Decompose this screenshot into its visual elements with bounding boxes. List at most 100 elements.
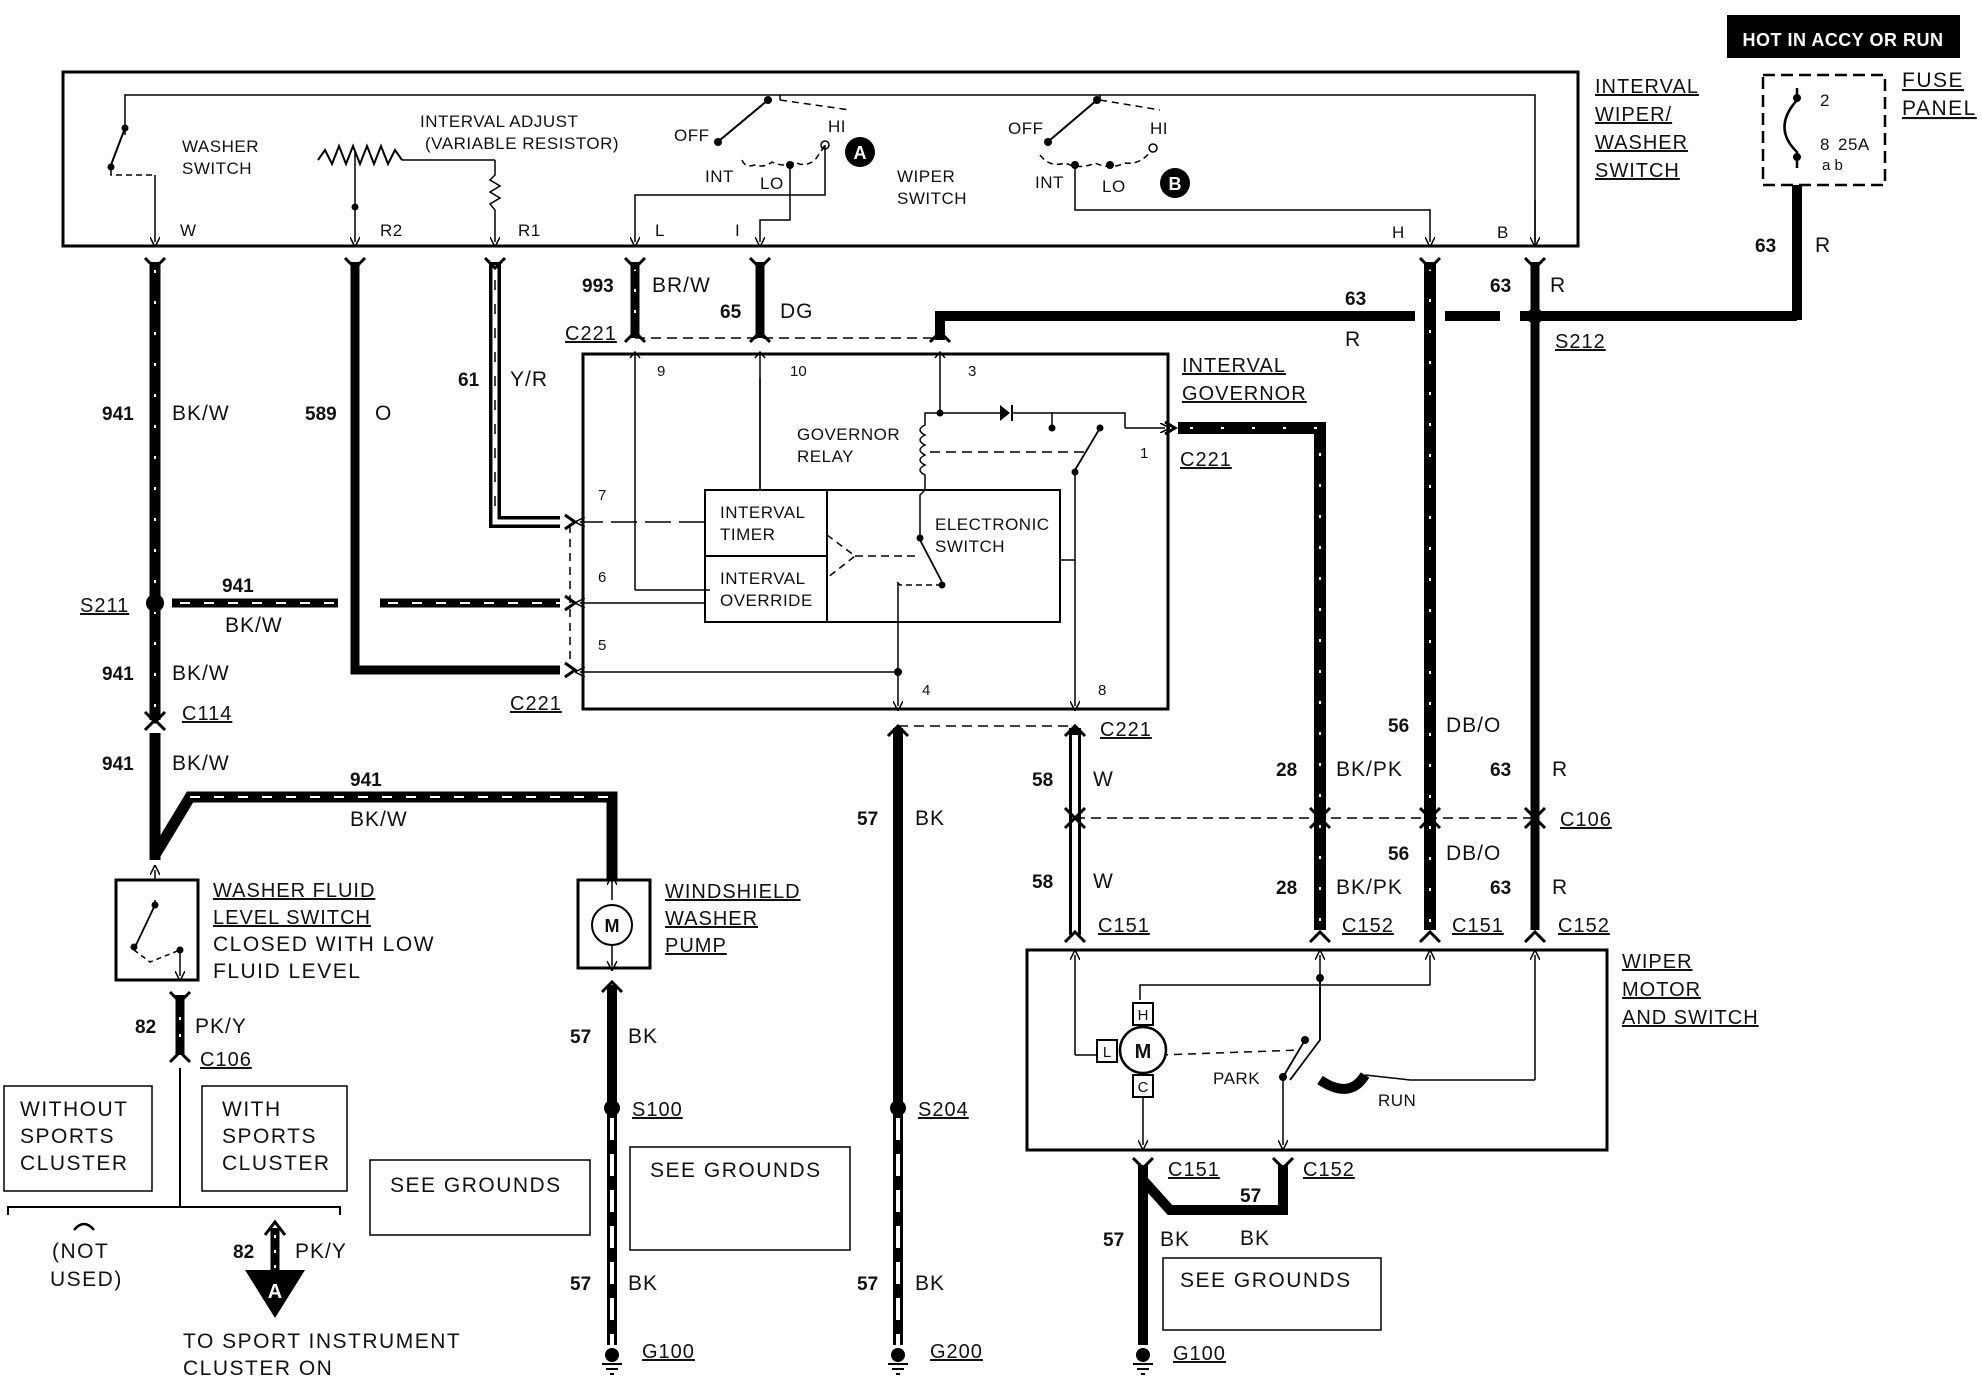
- wiper-motor-title-1: WIPER: [1622, 951, 1693, 973]
- governor-title-1: INTERVAL: [1182, 355, 1286, 377]
- switch-outline: [61, 70, 1580, 248]
- wiper-motor-title-3: AND SWITCH: [1622, 1007, 1759, 1029]
- wire-941-d-color: BK/W: [172, 752, 230, 775]
- top-wires: 941 BK/W 589 O 61 Y/R 993 BR/W 65 DG C22…: [102, 256, 1797, 930]
- without-1: WITHOUT: [20, 1098, 128, 1121]
- without-2: SPORTS: [20, 1125, 115, 1148]
- fuse-panel: HOT IN ACCY OR RUN 2 8 25A a b FUSE PANE…: [1727, 15, 1975, 320]
- wire-589-color: O: [375, 402, 392, 425]
- connector-c106-b: C106: [200, 1049, 252, 1071]
- wire-63-a-num: 63: [1490, 760, 1511, 781]
- washer-fluid-level-switch: WASHER FLUID LEVEL SWITCH CLOSED WITH LO…: [114, 870, 434, 1071]
- wiper-motor-c: C: [1138, 1079, 1149, 1096]
- wire-28-a-num: 28: [1276, 760, 1297, 781]
- hot-label-box: [1727, 15, 1960, 58]
- connector-c152-b: C152: [1558, 915, 1610, 937]
- sport-cluster-note-1: TO SPORT INSTRUMENT: [183, 1330, 461, 1353]
- connector-c152-a: C152: [1342, 915, 1394, 937]
- wire-941-b-color: BK/W: [225, 614, 283, 637]
- wire-57-f-num: 57: [1103, 1230, 1124, 1251]
- wire-65-color: DG: [780, 300, 814, 323]
- wiper-switch-label-2: SWITCH: [897, 189, 967, 208]
- switch-title-1: INTERVAL: [1595, 76, 1699, 98]
- wire-57-e-color: BK: [1240, 1227, 1270, 1250]
- see-grounds-box-2[interactable]: [629, 1146, 851, 1251]
- wiper-switch-label-1: WIPER: [897, 167, 955, 186]
- switch-title-4: SWITCH: [1595, 160, 1680, 182]
- washer-switch: WASHER SWITCH W: [107, 124, 259, 243]
- wire-941-a-num: 941: [102, 404, 134, 425]
- wire-57-b-num: 57: [570, 1027, 591, 1048]
- wire-58-b-color: W: [1093, 870, 1114, 893]
- marker-a: [845, 137, 875, 167]
- wire-63-top-num: 63: [1755, 236, 1776, 257]
- sport-cluster-note-2: CLUSTER ON: [183, 1357, 333, 1376]
- connector-c221-b: C221: [510, 693, 562, 715]
- not-used-1: (NOT: [52, 1240, 109, 1263]
- with-3: CLUSTER: [222, 1152, 331, 1175]
- connector-c114: C114: [182, 703, 232, 725]
- wire-57-c-color: BK: [628, 1272, 658, 1295]
- cluster-options: WITHOUT SPORTS CLUSTER WITH SPORTS CLUST…: [3, 1068, 461, 1376]
- pin-i: I: [735, 221, 740, 240]
- connector-c221-d: C221: [1100, 719, 1152, 741]
- governor-relay-label-1: GOVERNOR: [797, 425, 900, 444]
- washer-level-note-2: FLUID LEVEL: [213, 960, 361, 983]
- fuse-title-1: FUSE: [1902, 69, 1964, 92]
- wire-941-c-color: BK/W: [172, 662, 230, 685]
- pin-r2: R2: [380, 221, 403, 240]
- not-used-2: USED): [50, 1268, 123, 1291]
- connector-c151-c: C151: [1168, 1159, 1220, 1181]
- pin-l: L: [655, 221, 665, 240]
- marker-a-label: A: [854, 143, 867, 163]
- wire-57-c-num: 57: [570, 1274, 591, 1295]
- without-sports-box: [3, 1085, 153, 1192]
- wire-941-b-num: 941: [222, 576, 254, 597]
- arrow-a-label: A: [268, 1281, 282, 1303]
- washer-level-title-1: WASHER FLUID: [213, 880, 375, 902]
- see-grounds-box-3[interactable]: [1162, 1257, 1382, 1331]
- wire-63-s-color: R: [1550, 274, 1566, 297]
- wire-57-b-color: BK: [628, 1025, 658, 1048]
- fuse-num-2: 2: [1820, 91, 1830, 110]
- pump-title-2: WASHER: [665, 908, 758, 930]
- wire-63-top-color: R: [1815, 234, 1831, 257]
- fuse-rating: 25A: [1838, 135, 1870, 154]
- washer-switch-label-2: SWITCH: [182, 159, 252, 178]
- pin-w: W: [180, 221, 197, 240]
- interval-override-box: [704, 555, 828, 623]
- wire-28-b-color: BK/PK: [1336, 876, 1403, 899]
- wiper-motor-title-2: MOTOR: [1622, 979, 1701, 1001]
- splice-s211-label: S211: [80, 595, 129, 617]
- wire-58-b-num: 58: [1032, 872, 1053, 893]
- wiper-motor-h: H: [1138, 1007, 1149, 1024]
- wire-82-a-num: 82: [135, 1017, 156, 1038]
- pump-title-3: PUMP: [665, 935, 727, 957]
- fuse-box: [1761, 73, 1887, 187]
- wire-941-pump: 941 BK/W 941 BK/W: [102, 733, 618, 880]
- ground-g200: [888, 1348, 908, 1375]
- wire-941-d-num: 941: [102, 754, 134, 775]
- switch-title-2: WIPER/: [1595, 104, 1672, 126]
- interval-adjust-label-2: (VARIABLE RESISTOR): [425, 134, 619, 153]
- see-grounds-box-1[interactable]: [369, 1159, 591, 1236]
- pin-r1: R1: [518, 221, 541, 240]
- wire-82-a-color: PK/Y: [195, 1015, 247, 1038]
- wire-28-a-color: BK/PK: [1336, 758, 1403, 781]
- wiper-a-int: INT: [705, 167, 734, 186]
- with-1: WITH: [222, 1098, 282, 1121]
- wire-56-a-color: DB/O: [1446, 714, 1501, 737]
- electronic-switch-label-1: ELECTRONIC: [935, 515, 1050, 534]
- wire-57-a-color: BK: [915, 807, 945, 830]
- wire-28-b-num: 28: [1276, 878, 1297, 899]
- wire-57-d-color: BK: [915, 1272, 945, 1295]
- gov-pin-6: 6: [598, 569, 606, 586]
- marker-b: [1160, 168, 1190, 198]
- wire-56-b-color: DB/O: [1446, 842, 1501, 865]
- gov-pin-7: 7: [598, 487, 606, 504]
- with-sports-box: [201, 1085, 348, 1192]
- see-grounds-2: SEE GROUNDS: [650, 1159, 822, 1182]
- splice-s100: S100: [632, 1099, 683, 1121]
- park-label: PARK: [1213, 1069, 1260, 1088]
